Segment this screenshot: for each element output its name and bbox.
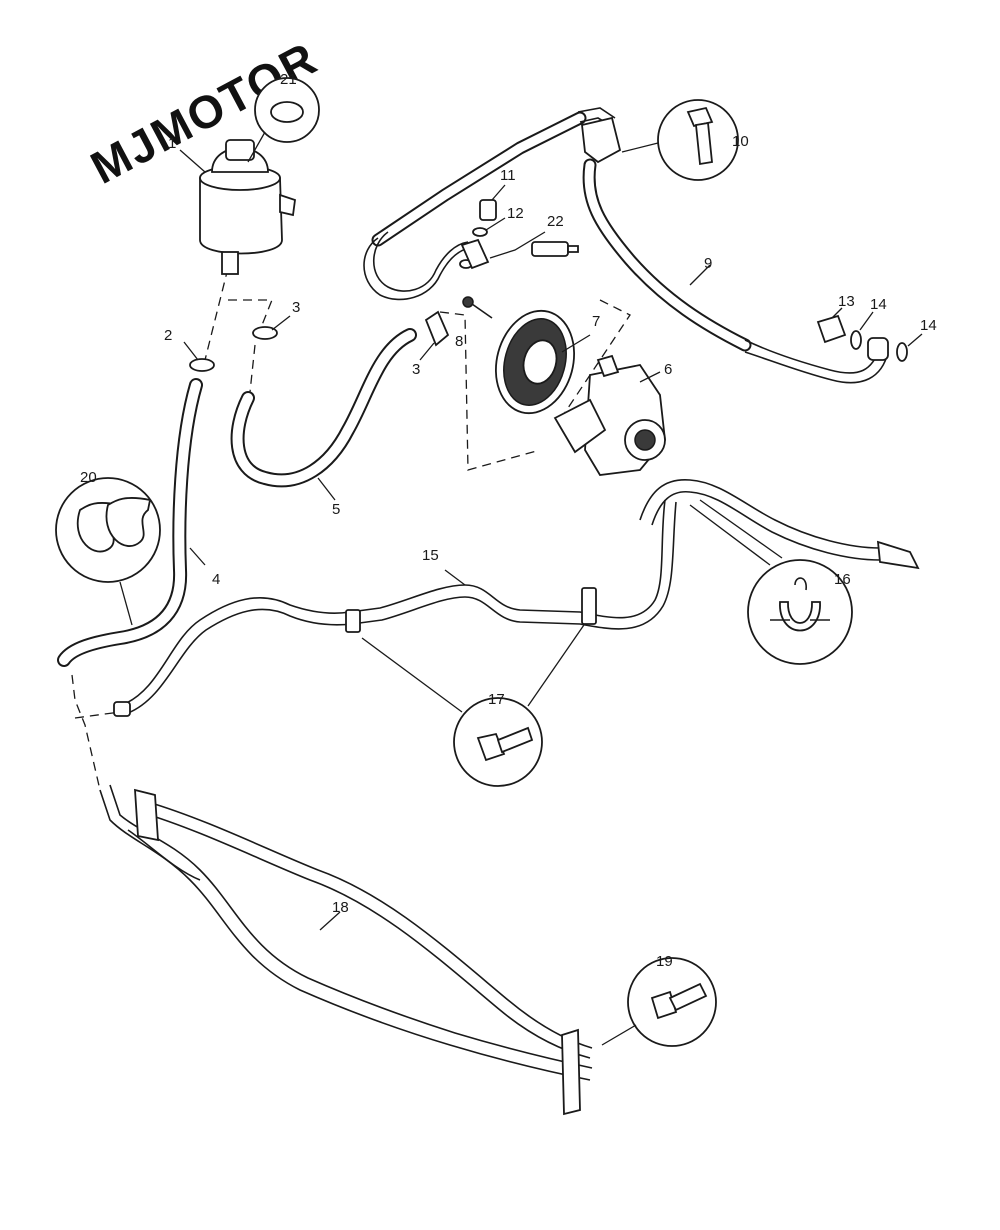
callout-10: 10 bbox=[732, 133, 749, 150]
callout-3a: 3 bbox=[292, 299, 300, 316]
clamp-3-lower bbox=[419, 310, 450, 361]
callout-numbers: 1 2 3 3 4 5 6 7 8 9 10 11 12 13 14 14 15… bbox=[80, 71, 937, 970]
callout-1: 1 bbox=[168, 135, 176, 152]
pipe-15-end bbox=[113, 701, 131, 717]
callout-clip-20 bbox=[55, 477, 161, 626]
washer-14a bbox=[850, 311, 874, 350]
callout-18: 18 bbox=[332, 899, 349, 916]
callout-13: 13 bbox=[838, 293, 855, 310]
callout-15: 15 bbox=[422, 547, 439, 564]
pipe-9-end bbox=[744, 339, 889, 384]
callout-clip-16 bbox=[689, 499, 853, 665]
pipe-18 bbox=[99, 784, 593, 1081]
hose-4 bbox=[57, 378, 203, 667]
callout-9: 9 bbox=[704, 255, 712, 272]
callout-20: 20 bbox=[80, 469, 97, 486]
hose-9 bbox=[582, 158, 752, 352]
assembly-lines bbox=[71, 267, 631, 791]
pulley-7 bbox=[495, 309, 591, 415]
callout-3b: 3 bbox=[412, 361, 420, 378]
washer-14b bbox=[896, 333, 923, 362]
hose-5 bbox=[230, 328, 417, 488]
fitting-11 bbox=[479, 184, 506, 221]
reservoir-1 bbox=[199, 139, 296, 275]
bracket-18-right bbox=[561, 1028, 581, 1116]
pipe-16-end bbox=[876, 540, 920, 570]
banjo-fitting bbox=[460, 238, 490, 270]
leader-lines bbox=[179, 149, 711, 931]
callout-14a: 14 bbox=[870, 296, 887, 313]
callout-22: 22 bbox=[547, 213, 564, 230]
callout-5: 5 bbox=[332, 501, 340, 518]
callout-8: 8 bbox=[455, 333, 463, 350]
pipe-15 bbox=[121, 499, 677, 714]
washer-12 bbox=[459, 217, 506, 269]
pipe-16 bbox=[639, 479, 881, 561]
callout-19: 19 bbox=[656, 953, 673, 970]
power-steering-pump-6 bbox=[553, 354, 666, 476]
callout-17: 17 bbox=[488, 691, 505, 708]
callout-6: 6 bbox=[664, 361, 672, 378]
pressure-hose-upper bbox=[371, 111, 587, 247]
pipe-upper bbox=[363, 107, 616, 301]
callout-21: 21 bbox=[280, 71, 297, 88]
fitting-13 bbox=[816, 307, 847, 344]
callout-14b: 14 bbox=[920, 317, 937, 334]
clamp-2 bbox=[183, 341, 215, 372]
callout-11: 11 bbox=[500, 167, 516, 184]
bracket-18-left bbox=[134, 788, 159, 842]
banjo-14-body bbox=[867, 337, 889, 361]
callout-2: 2 bbox=[164, 327, 172, 344]
callout-o-ring-21 bbox=[247, 77, 320, 163]
pressure-switch-22 bbox=[489, 231, 579, 259]
clamp-3-upper bbox=[252, 315, 291, 340]
bolt-8 bbox=[462, 296, 493, 319]
callout-7: 7 bbox=[592, 313, 600, 330]
bracket-top bbox=[581, 116, 622, 164]
callout-16: 16 bbox=[834, 571, 851, 588]
callout-4: 4 bbox=[212, 571, 220, 588]
callout-bolt-10 bbox=[621, 99, 739, 181]
callout-bolt-17 bbox=[361, 621, 587, 787]
callout-12: 12 bbox=[507, 205, 524, 222]
callout-bolt-19 bbox=[601, 957, 717, 1047]
pipe-15-clips bbox=[345, 587, 597, 633]
